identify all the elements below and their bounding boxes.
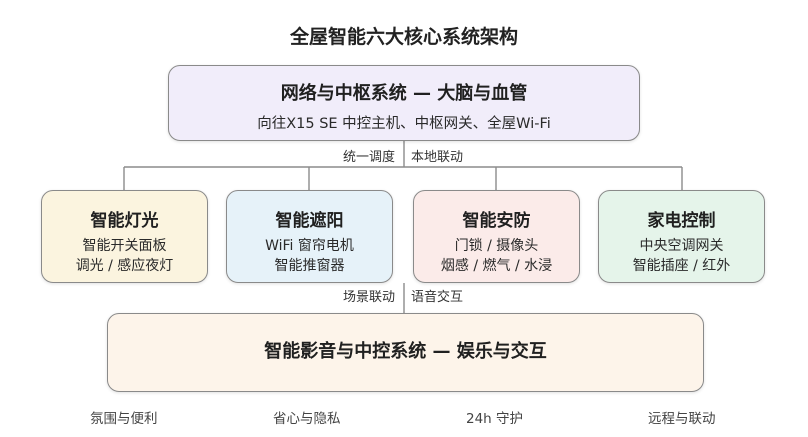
module-line: 调光 / 感应夜灯 <box>75 258 174 274</box>
diagram-title: 全屋智能六大核心系统架构 <box>289 26 518 48</box>
link-label-unified-dispatch: 统一调度 <box>343 150 396 166</box>
module-title: 智能遮阳 <box>275 211 344 231</box>
network-hub-subtitle: 向往X15 SE 中控主机、中枢网关、全屋Wi-Fi <box>257 116 551 132</box>
link-label-scene-linkage: 场景联动 <box>343 290 396 306</box>
footer-caption: 氛围与便利 <box>90 411 158 427</box>
module-line: 门锁 / 摄像头 <box>454 238 539 254</box>
footer-caption: 远程与联动 <box>648 411 716 427</box>
module-title: 智能安防 <box>462 211 531 231</box>
module-line: 智能开关面板 <box>82 238 167 254</box>
footer-caption: 24h 守护 <box>466 411 524 427</box>
av-control-heading: 智能影音与中控系统 — 娱乐与交互 <box>264 341 547 362</box>
module-line: 智能推窗器 <box>274 258 345 274</box>
link-label-voice-interaction: 语音交互 <box>411 290 464 306</box>
module-line: 智能插座 / 红外 <box>632 258 731 274</box>
av-control-box: 智能影音与中控系统 — 娱乐与交互 <box>107 313 704 392</box>
module-line: 中央空调网关 <box>639 238 724 254</box>
module-title: 家电控制 <box>647 211 716 231</box>
module-lighting: 智能灯光 智能开关面板 调光 / 感应夜灯 <box>41 190 208 283</box>
module-title: 智能灯光 <box>90 211 159 231</box>
module-security: 智能安防 门锁 / 摄像头 烟感 / 燃气 / 水浸 <box>413 190 580 283</box>
module-appliance-control: 家电控制 中央空调网关 智能插座 / 红外 <box>598 190 765 283</box>
network-hub-box: 网络与中枢系统 — 大脑与血管 向往X15 SE 中控主机、中枢网关、全屋Wi-… <box>168 65 640 141</box>
module-shading: 智能遮阳 WiFi 窗帘电机 智能推窗器 <box>226 190 393 283</box>
link-label-local-linkage: 本地联动 <box>411 150 464 166</box>
network-hub-heading: 网络与中枢系统 — 大脑与血管 <box>280 83 528 104</box>
module-line: WiFi 窗帘电机 <box>265 238 354 254</box>
module-line: 烟感 / 燃气 / 水浸 <box>440 258 553 274</box>
footer-caption: 省心与隐私 <box>273 411 341 427</box>
